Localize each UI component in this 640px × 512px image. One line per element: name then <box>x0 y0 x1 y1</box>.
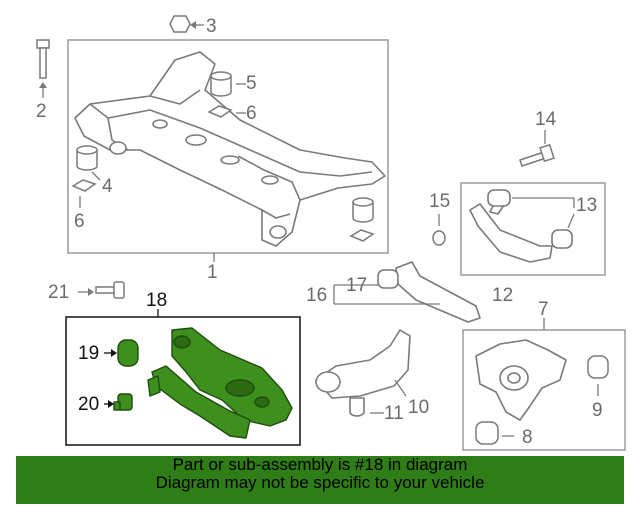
callout-11: 11 <box>384 403 404 424</box>
crossmember-part[interactable] <box>74 51 386 247</box>
washer-15[interactable] <box>432 230 446 246</box>
callout-15: 15 <box>429 191 451 212</box>
callout-8: 8 <box>522 427 533 448</box>
callout-17: 17 <box>346 275 368 296</box>
callout-3: 3 <box>206 16 217 37</box>
bolt-14[interactable] <box>519 143 555 167</box>
callout-18: 18 <box>146 290 168 311</box>
callout-1: 1 <box>207 262 218 283</box>
callout-2: 2 <box>36 101 47 122</box>
bolt-2[interactable] <box>36 39 50 79</box>
callout-19: 19 <box>78 343 100 364</box>
crossmember-frame <box>67 39 389 254</box>
bolt-21[interactable] <box>95 281 125 299</box>
bushing-right[interactable] <box>349 197 375 242</box>
callout-9: 9 <box>592 400 603 421</box>
callout-12: 12 <box>492 285 514 306</box>
callout-6-left: 6 <box>74 211 85 232</box>
lateral-link[interactable] <box>377 261 481 323</box>
banner-line-2: Diagram may not be specific to your vehi… <box>155 473 485 492</box>
upper-arm-frame <box>460 182 606 276</box>
lower-control-arm-18[interactable] <box>147 327 293 439</box>
callout-7: 7 <box>538 299 549 320</box>
callout-14: 14 <box>535 109 557 130</box>
bushing-4[interactable] <box>76 145 98 171</box>
callout-4: 4 <box>102 176 113 197</box>
callout-6-top: 6 <box>246 103 257 124</box>
washer-6a[interactable] <box>71 179 97 192</box>
upper-control-arm[interactable] <box>469 189 573 263</box>
knuckle[interactable] <box>475 339 567 421</box>
trailing-arm[interactable] <box>315 329 411 417</box>
bushing-19[interactable] <box>117 339 139 367</box>
callout-21: 21 <box>48 282 70 303</box>
callout-5: 5 <box>246 73 257 94</box>
callout-13: 13 <box>576 195 598 216</box>
callout-20: 20 <box>78 394 100 415</box>
bushing-9[interactable] <box>587 355 609 379</box>
banner-line-1: Part or sub-assembly is #18 in diagram <box>172 455 468 474</box>
callout-16: 16 <box>306 285 328 306</box>
nut-3[interactable] <box>169 15 191 33</box>
info-banner: Part or sub-assembly is #18 in diagram D… <box>16 456 624 504</box>
bolt-20[interactable] <box>113 393 133 411</box>
washer-6b[interactable] <box>207 105 233 118</box>
bushing-5[interactable] <box>210 71 232 97</box>
bushing-8[interactable] <box>475 421 499 445</box>
callout-10: 10 <box>408 397 430 418</box>
lower-arm-frame[interactable] <box>65 316 301 446</box>
